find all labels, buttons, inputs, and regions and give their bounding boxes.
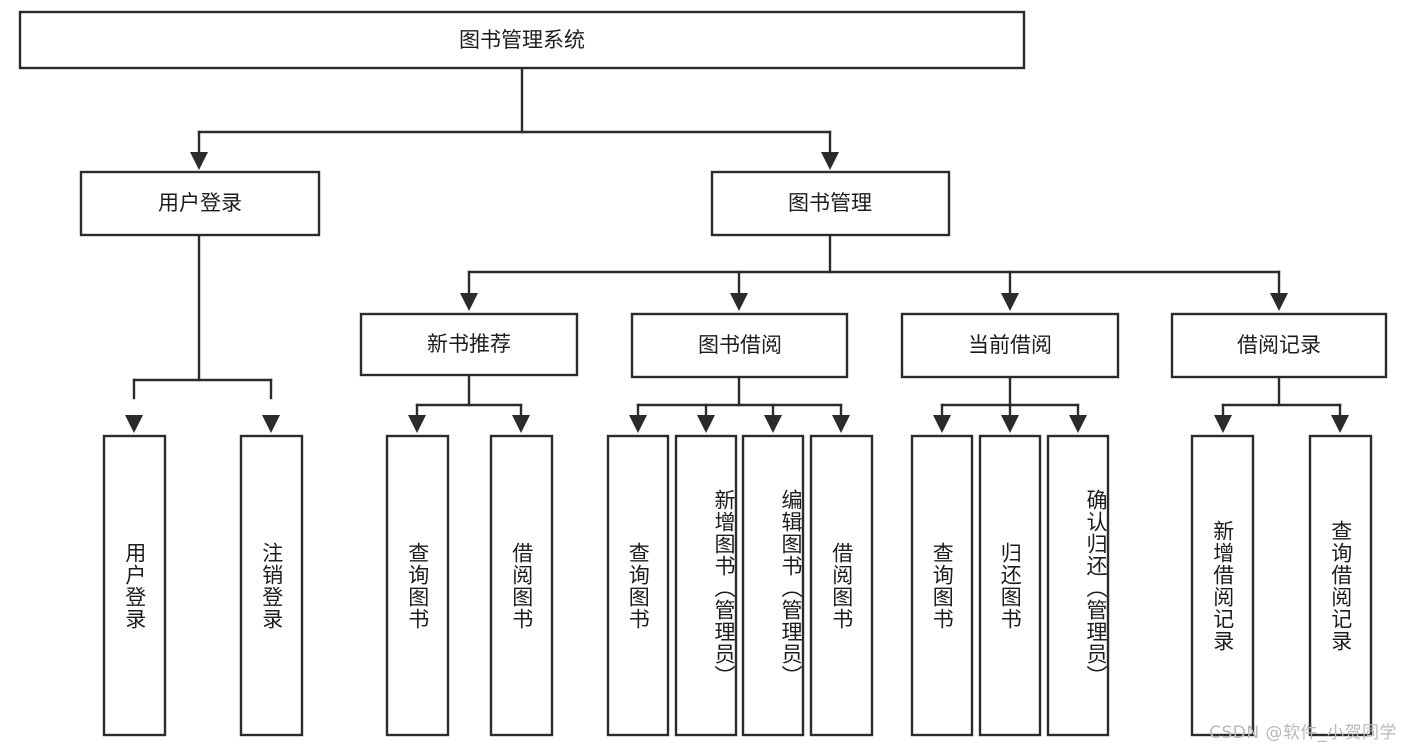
node-book-manage[interactable]: 图书管理: [710, 170, 951, 237]
watermark-text: CSDN @软件_小贺同学: [1209, 723, 1397, 743]
node-leaf-add-record[interactable]: [1190, 434, 1255, 737]
node-leaf-borrow-book-2[interactable]: [809, 434, 874, 737]
node-leaf-borrow-book-1[interactable]: [489, 434, 554, 737]
node-book-manage-label: 图书管理: [788, 191, 872, 215]
node-leaf-query-book-1[interactable]: [385, 434, 450, 737]
connector-bookborrow-to-leaves: [629, 375, 850, 433]
node-book-borrow[interactable]: 图书借阅: [630, 312, 849, 379]
connector-bookmanage-to-level3: [460, 233, 1288, 311]
node-user-login[interactable]: 用户登录: [79, 170, 321, 237]
node-book-borrow-label: 图书借阅: [698, 333, 782, 357]
node-leaf-query-book-2[interactable]: [606, 434, 670, 737]
node-user-login-label: 用户登录: [158, 191, 242, 215]
node-new-book-rec-label: 新书推荐: [427, 332, 511, 356]
connector-currentborrow-to-leaves: [933, 375, 1087, 433]
node-leaf-user-login[interactable]: [102, 434, 167, 737]
node-current-borrow-label: 当前借阅: [968, 333, 1052, 357]
connector-userlogin-to-leaves: [125, 233, 280, 433]
node-leaf-query-record[interactable]: [1308, 434, 1373, 737]
node-leaf-edit-book[interactable]: [741, 434, 805, 737]
connector-root-to-level2: [190, 66, 839, 170]
node-current-borrow[interactable]: 当前借阅: [900, 312, 1120, 379]
node-leaf-add-book[interactable]: [674, 434, 738, 737]
node-borrow-record-label: 借阅记录: [1237, 333, 1321, 357]
node-leaf-return-book[interactable]: [978, 434, 1042, 737]
connector-borrowrecord-to-leaves: [1214, 375, 1349, 433]
node-root[interactable]: 图书管理系统: [18, 10, 1026, 70]
node-borrow-record[interactable]: 借阅记录: [1170, 312, 1388, 379]
node-leaf-confirm-return[interactable]: [1046, 434, 1110, 737]
node-leaf-query-book-3[interactable]: [910, 434, 974, 737]
node-new-book-rec[interactable]: 新书推荐: [359, 312, 579, 377]
node-leaf-logout[interactable]: [239, 434, 304, 737]
node-root-label: 图书管理系统: [459, 28, 585, 52]
connector-newbook-to-leaves: [408, 373, 530, 433]
